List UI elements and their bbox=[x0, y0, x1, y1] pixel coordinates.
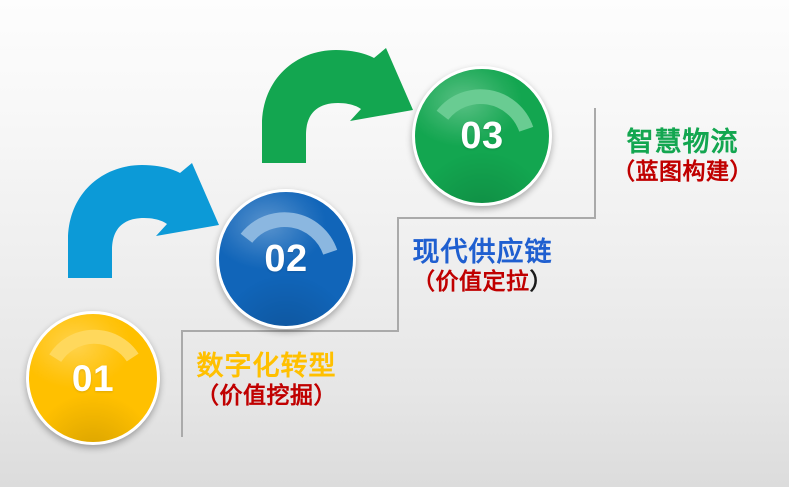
step-subtitle-03-paren-close: ） bbox=[729, 158, 753, 185]
step-connector-horizontal-1 bbox=[181, 330, 399, 332]
step-circle-01[interactable]: 01 bbox=[26, 311, 160, 445]
step-subtitle-02-paren-open: （ bbox=[412, 268, 436, 295]
step-subtitle-01-text: 价值挖掘 bbox=[219, 382, 314, 409]
curved-arrow-green-icon bbox=[262, 48, 414, 163]
step-circle-02[interactable]: 02 bbox=[216, 189, 356, 329]
step-number-01: 01 bbox=[71, 357, 115, 399]
step-subtitle-02-text: 价值定拉 bbox=[435, 268, 530, 295]
step-label-02: 现代供应链 （价值定拉） bbox=[412, 237, 553, 294]
step-connector-vertical-2 bbox=[397, 217, 399, 331]
step-connector-vertical-1 bbox=[181, 330, 183, 437]
step-subtitle-02: （价值定拉） bbox=[412, 269, 553, 294]
step-subtitle-03-text: 蓝图构建 bbox=[635, 158, 730, 185]
step-subtitle-03-paren-open: （ bbox=[612, 158, 636, 185]
step-label-01: 数字化转型 （价值挖掘） bbox=[196, 351, 337, 408]
step-connector-vertical-3 bbox=[594, 108, 596, 218]
step-subtitle-01-paren-open: （ bbox=[196, 382, 220, 409]
step-label-03: 智慧物流 （蓝图构建） bbox=[612, 127, 753, 184]
step-title-01: 数字化转型 bbox=[196, 351, 337, 381]
step-subtitle-03: （蓝图构建） bbox=[612, 159, 753, 184]
step-subtitle-01: （价值挖掘） bbox=[196, 383, 337, 408]
step-circle-03[interactable]: 03 bbox=[412, 66, 552, 206]
step-title-02: 现代供应链 bbox=[412, 237, 553, 267]
curved-arrow-blue-icon bbox=[68, 163, 220, 278]
step-subtitle-02-paren-close: ） bbox=[529, 268, 553, 295]
step-connector-horizontal-2 bbox=[397, 217, 596, 219]
step-subtitle-01-paren-close: ） bbox=[313, 382, 337, 409]
step-number-02: 02 bbox=[264, 238, 308, 280]
step-title-03: 智慧物流 bbox=[626, 127, 739, 157]
step-number-03: 03 bbox=[460, 115, 504, 157]
